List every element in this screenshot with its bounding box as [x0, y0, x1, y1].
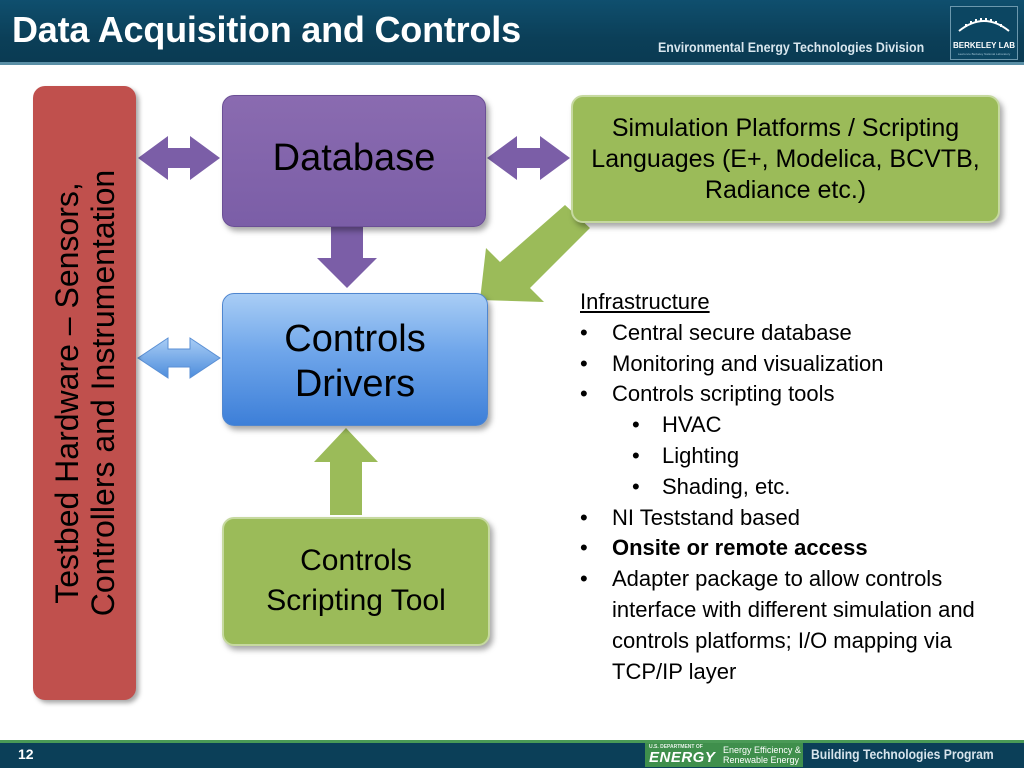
bullet: •: [580, 504, 588, 530]
list-item-text: Adapter package to allow controls interf…: [612, 566, 975, 684]
testbed-hardware-bar: Testbed Hardware – Sensors, Controllers …: [33, 86, 136, 700]
bullet: •: [580, 381, 588, 407]
division-name: Environmental Energy Technologies Divisi…: [658, 40, 925, 55]
list-item-text-bold: Onsite or remote access: [612, 535, 868, 561]
list-item-text: NI Teststand based: [612, 504, 800, 530]
page-number: 12: [18, 746, 34, 762]
controls-drivers-line1: Controls: [284, 318, 426, 360]
eere-text: Energy Efficiency & Renewable Energy: [723, 745, 801, 765]
infrastructure-heading: Infrastructure: [580, 289, 710, 314]
list-item: • Central secure database: [580, 318, 1020, 349]
testbed-database-arrow: [138, 136, 220, 180]
list-item-text: Controls scripting tools: [612, 381, 835, 407]
scripting-tool-line2: Scripting Tool: [266, 584, 446, 617]
simulation-platforms-box: Simulation Platforms / Scripting Languag…: [571, 95, 1000, 223]
list-item: • Controls scripting tools: [580, 379, 1020, 410]
bullet: •: [632, 442, 640, 468]
bullet: •: [580, 319, 588, 345]
doe-small-text: U.S. DEPARTMENT OF: [649, 744, 703, 750]
list-item: • NI Teststand based: [580, 503, 1020, 534]
logo-subtext: Lawrence Berkeley National Laboratory: [957, 52, 1011, 56]
sub-list-item: • HVAC: [580, 410, 1020, 441]
list-item: • Adapter package to allow controls inter…: [580, 564, 1020, 687]
header-bar: [0, 0, 1024, 64]
simulation-drivers-arrow: [480, 205, 590, 302]
bullet: •: [580, 566, 588, 592]
controls-drivers-box: Controls Drivers: [222, 293, 488, 426]
list-item-text: Monitoring and visualization: [612, 350, 884, 376]
database-simulation-arrow: [487, 136, 570, 180]
sub-list-item: • Shading, etc.: [580, 472, 1020, 503]
berkeley-lab-logo: BERKELEY LAB Lawrence Berkeley National …: [950, 6, 1018, 60]
controls-drivers-line2: Drivers: [294, 363, 416, 405]
header-divider: [0, 62, 1024, 65]
doe-energy-text: ENERGY: [649, 749, 716, 766]
controls-scripting-tool-label: Controls Scripting Tool: [236, 541, 476, 621]
bullet: •: [632, 412, 640, 438]
bullet: •: [580, 350, 588, 376]
bullet: •: [632, 473, 640, 499]
slide-title: Data Acquisition and Controls: [12, 9, 521, 50]
scripting-drivers-arrow: [314, 428, 378, 515]
controls-drivers-label: Controls Drivers: [240, 317, 470, 407]
lab-building-icon: [958, 18, 1010, 32]
footer-divider: [0, 740, 1024, 743]
testbed-label: Testbed Hardware – Sensors, Controllers …: [49, 93, 121, 693]
simulation-platforms-label: Simulation Platforms / Scripting Languag…: [591, 114, 980, 204]
scripting-tool-line1: Controls: [300, 544, 412, 577]
list-item-text: Central secure database: [612, 319, 852, 345]
sub-list-item-text: Lighting: [662, 442, 740, 468]
list-item: • Onsite or remote access: [580, 533, 1020, 564]
footer-bar: [0, 740, 1024, 768]
testbed-drivers-arrow: [137, 337, 221, 379]
sub-list-item: • Lighting: [580, 441, 1020, 472]
infrastructure-list: Infrastructure •Central secure database …: [580, 287, 1020, 687]
sub-list-item-text: HVAC: [662, 412, 722, 438]
doe-eere-logo: U.S. DEPARTMENT OF ENERGY Energy Efficie…: [645, 743, 803, 767]
database-box: Database: [222, 95, 486, 227]
program-name: Building Technologies Program: [811, 747, 994, 762]
testbed-label-line2: Controllers and Instrumentation: [84, 169, 121, 617]
database-label: Database: [272, 137, 436, 179]
controls-scripting-tool-box: Controls Scripting Tool: [222, 517, 490, 646]
list-item: • Monitoring and visualization: [580, 349, 1020, 380]
bullet: •: [580, 535, 588, 561]
testbed-label-line1: Testbed Hardware – Sensors,: [48, 182, 85, 604]
sub-list-item-text: Shading, etc.: [662, 473, 791, 499]
logo-text: BERKELEY LAB: [952, 41, 1016, 50]
database-drivers-arrow: [317, 225, 377, 288]
